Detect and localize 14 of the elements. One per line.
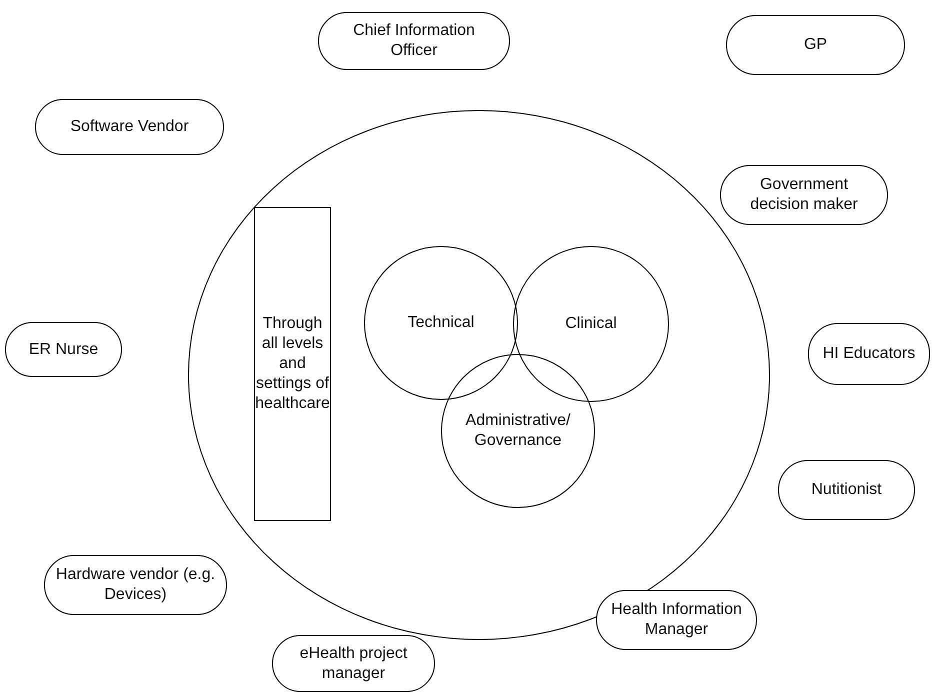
scope-box: Through all levels and settings of healthcare [254,207,331,521]
domain-circle: Technical [364,246,518,400]
role-box: Chief Information Officer [318,12,510,70]
role-box: Government decision maker [720,165,888,225]
role-box: Software Vendor [35,99,224,155]
role-box: eHealth project manager [272,635,435,692]
role-box: GP [726,15,905,75]
role-box: ER Nurse [5,322,122,377]
domain-circle: Clinical [513,246,669,402]
domain-circle: Administrative/ Governance [441,354,595,508]
role-box: HI Educators [808,323,930,385]
role-box: Health Information Manager [596,590,757,650]
role-box: Hardware vendor (e.g. Devices) [44,555,227,615]
role-box: Nutitionist [778,460,915,520]
